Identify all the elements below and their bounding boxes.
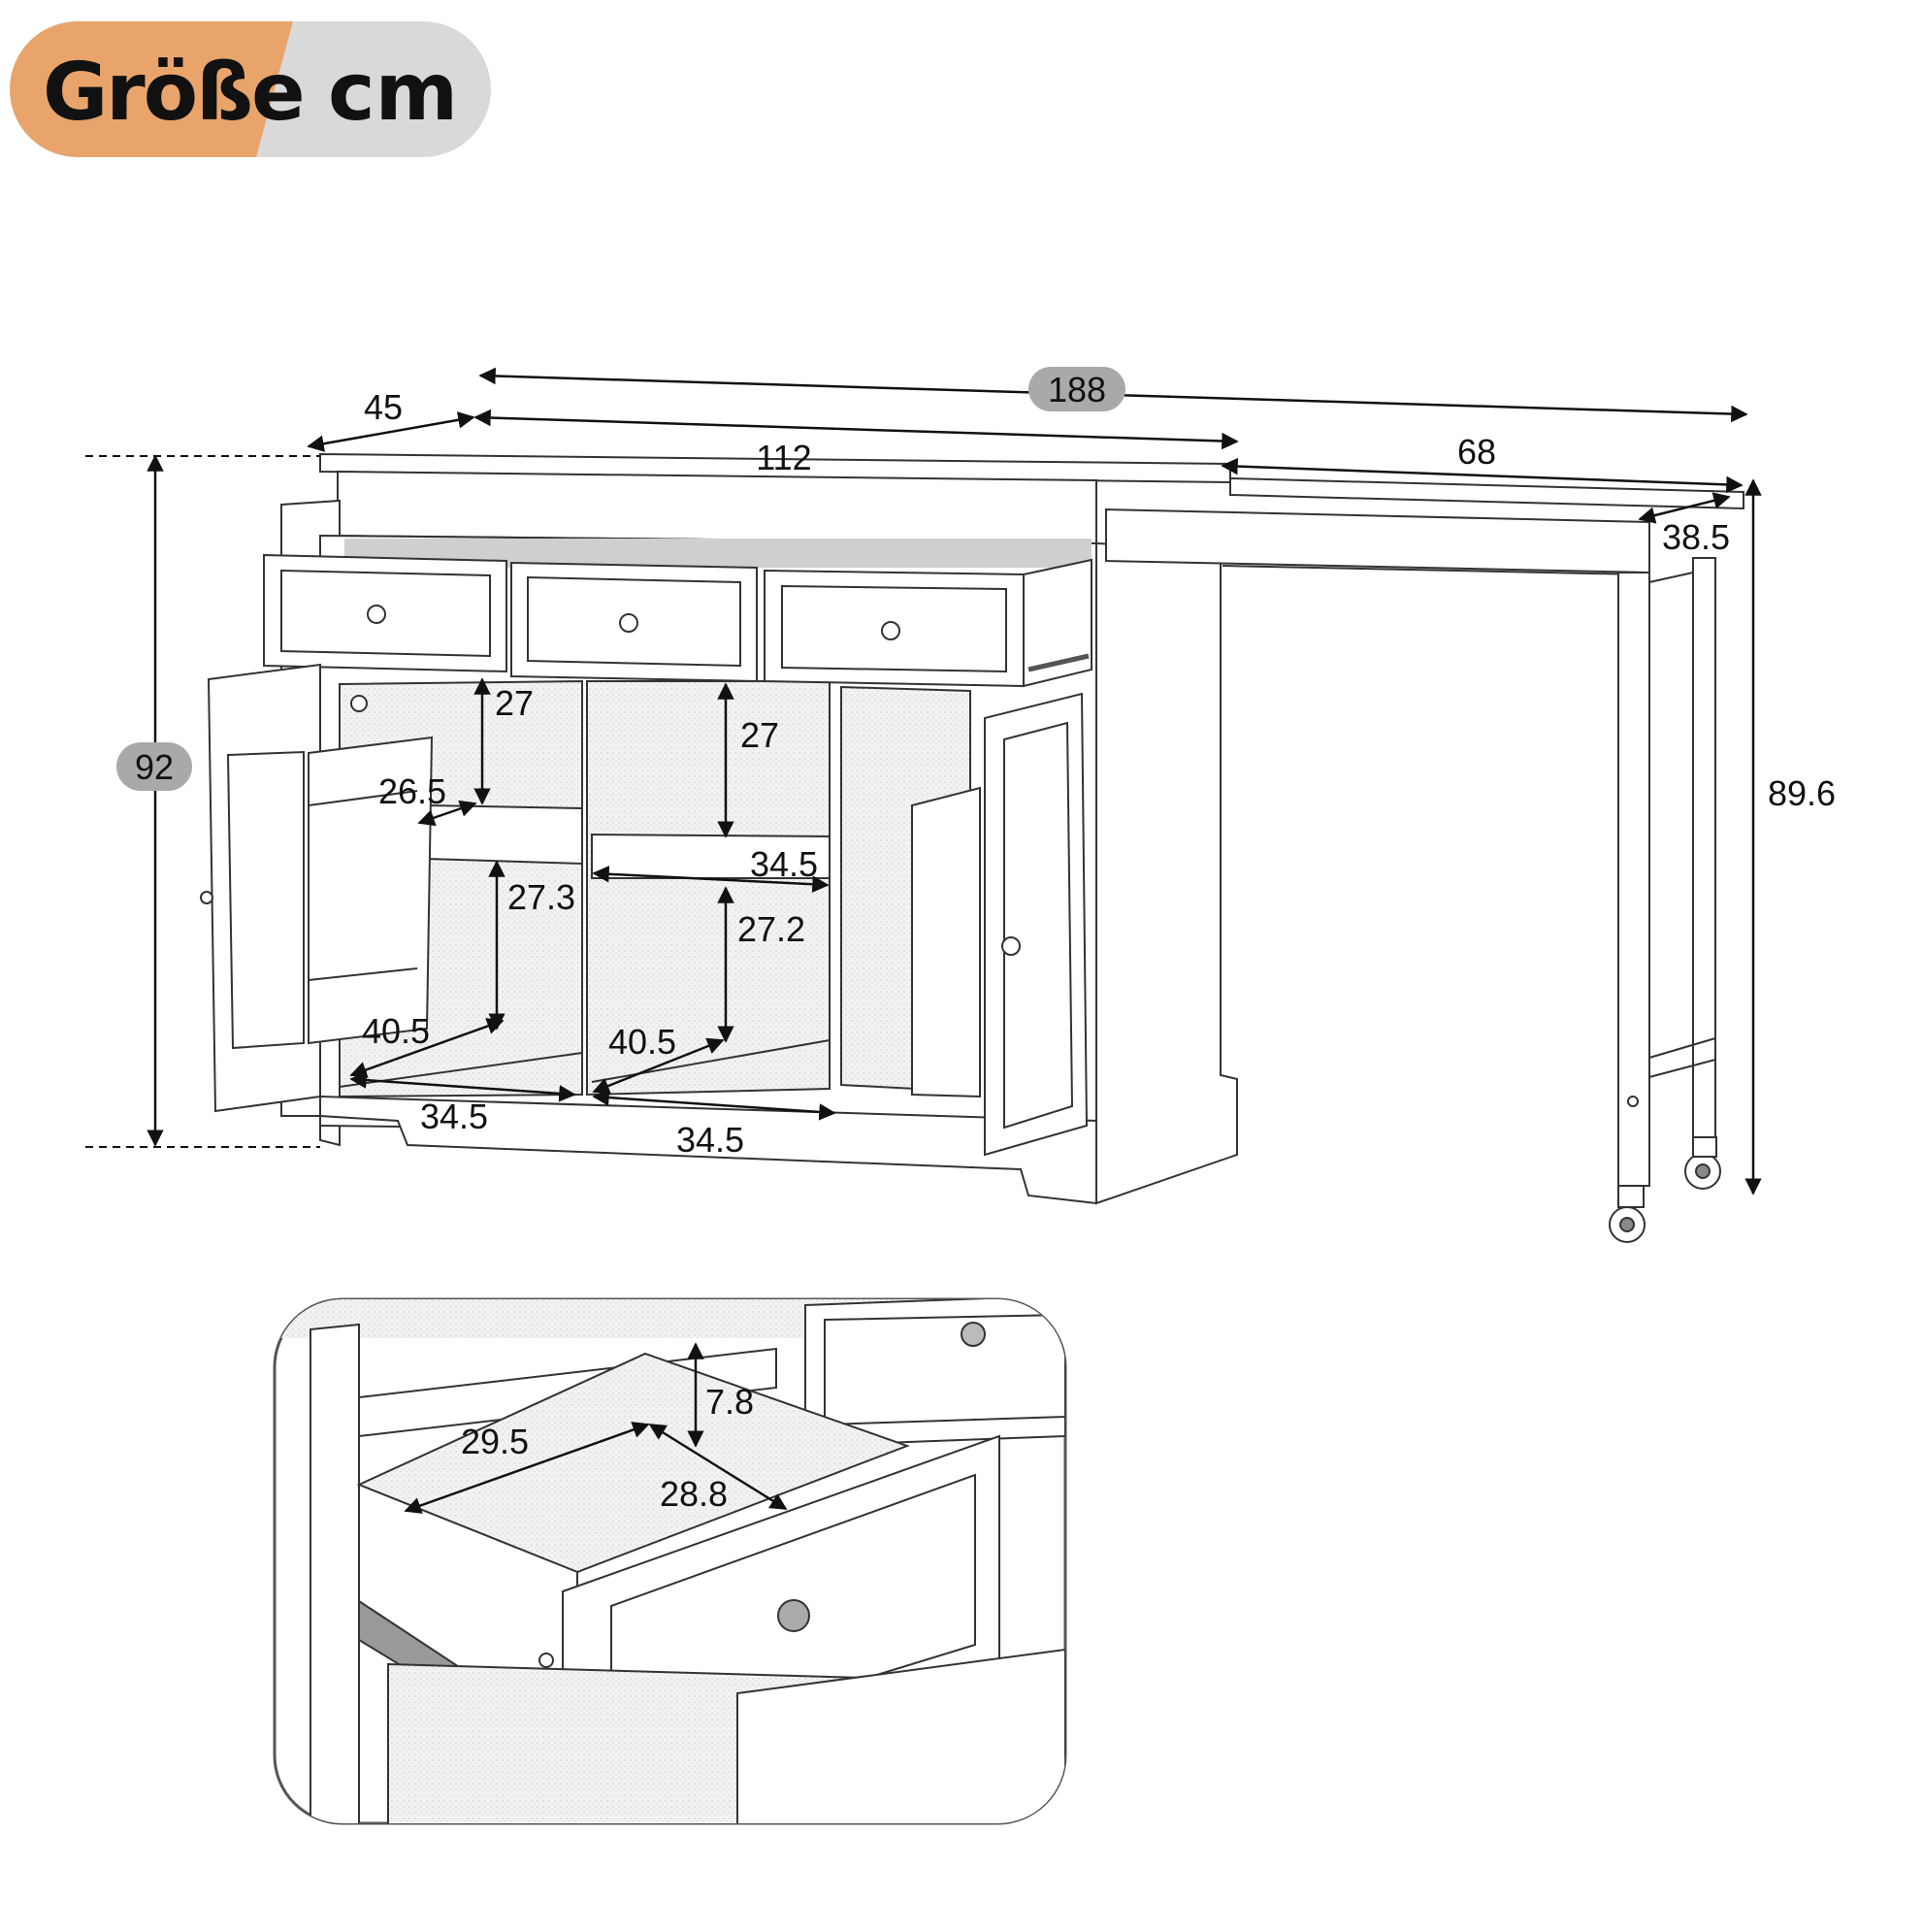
dashed-extension-lines xyxy=(85,455,320,1148)
badge-total-height: 92 xyxy=(116,742,192,791)
dim-center-bottom-width: 34.5 xyxy=(676,1120,744,1160)
shelf-left xyxy=(426,803,583,866)
dim-center-shelf-width: 34.5 xyxy=(750,844,818,884)
cabinet-top-front xyxy=(337,470,1097,545)
badge-total-length: 188 xyxy=(1028,367,1125,411)
extension-table xyxy=(1105,476,1744,1243)
dim-inset-drawer-depth: 28.8 xyxy=(660,1474,728,1514)
inset-drawer-knob xyxy=(777,1599,810,1632)
size-unit: cm xyxy=(328,47,459,139)
door-right-open xyxy=(911,692,1089,1157)
dim-center-bottom-depth: 40.5 xyxy=(608,1022,676,1062)
cabinet-plinth xyxy=(319,1095,1097,1205)
dim-drawer-clearance-center: 27 xyxy=(740,715,779,755)
size-badge: Größe cm xyxy=(10,21,491,157)
dim-drawer-clearance-left: 27 xyxy=(495,683,534,723)
dimension-labels: 188 45 112 68 38.5 92 89.6 27 27 26.5 34… xyxy=(116,367,1836,1160)
drawer-detail-inset: 29.5 28.8 7.8 xyxy=(273,1297,1067,1825)
dimension-lines xyxy=(147,367,1762,1195)
cabinet-right-side xyxy=(1095,541,1238,1205)
drawer-right-open xyxy=(764,558,1092,688)
dim-depth: 45 xyxy=(364,387,403,427)
dim-cabinet-length: 112 xyxy=(756,438,811,477)
dim-left-lower-height: 27.3 xyxy=(507,877,575,917)
kitchen-island xyxy=(200,452,1744,1243)
size-title: Größe xyxy=(43,47,306,139)
dim-left-bottom-width: 34.5 xyxy=(420,1097,488,1136)
dim-extension-depth: 38.5 xyxy=(1662,517,1730,557)
dim-left-bottom-depth: 40.5 xyxy=(362,1011,430,1051)
dim-inset-drawer-height: 7.8 xyxy=(705,1382,754,1422)
dim-extension-length: 68 xyxy=(1457,432,1496,472)
dim-extension-height: 89.6 xyxy=(1768,773,1836,813)
dim-total-length: 188 xyxy=(1048,370,1106,409)
dim-inset-drawer-width: 29.5 xyxy=(461,1422,529,1461)
size-badge-accent xyxy=(10,21,293,157)
drawer-center xyxy=(510,561,758,683)
drawer-left xyxy=(263,553,507,673)
dim-total-height: 92 xyxy=(135,747,174,787)
dim-left-shelf-depth: 26.5 xyxy=(378,771,446,811)
dim-center-lower-height: 27.2 xyxy=(737,909,805,949)
